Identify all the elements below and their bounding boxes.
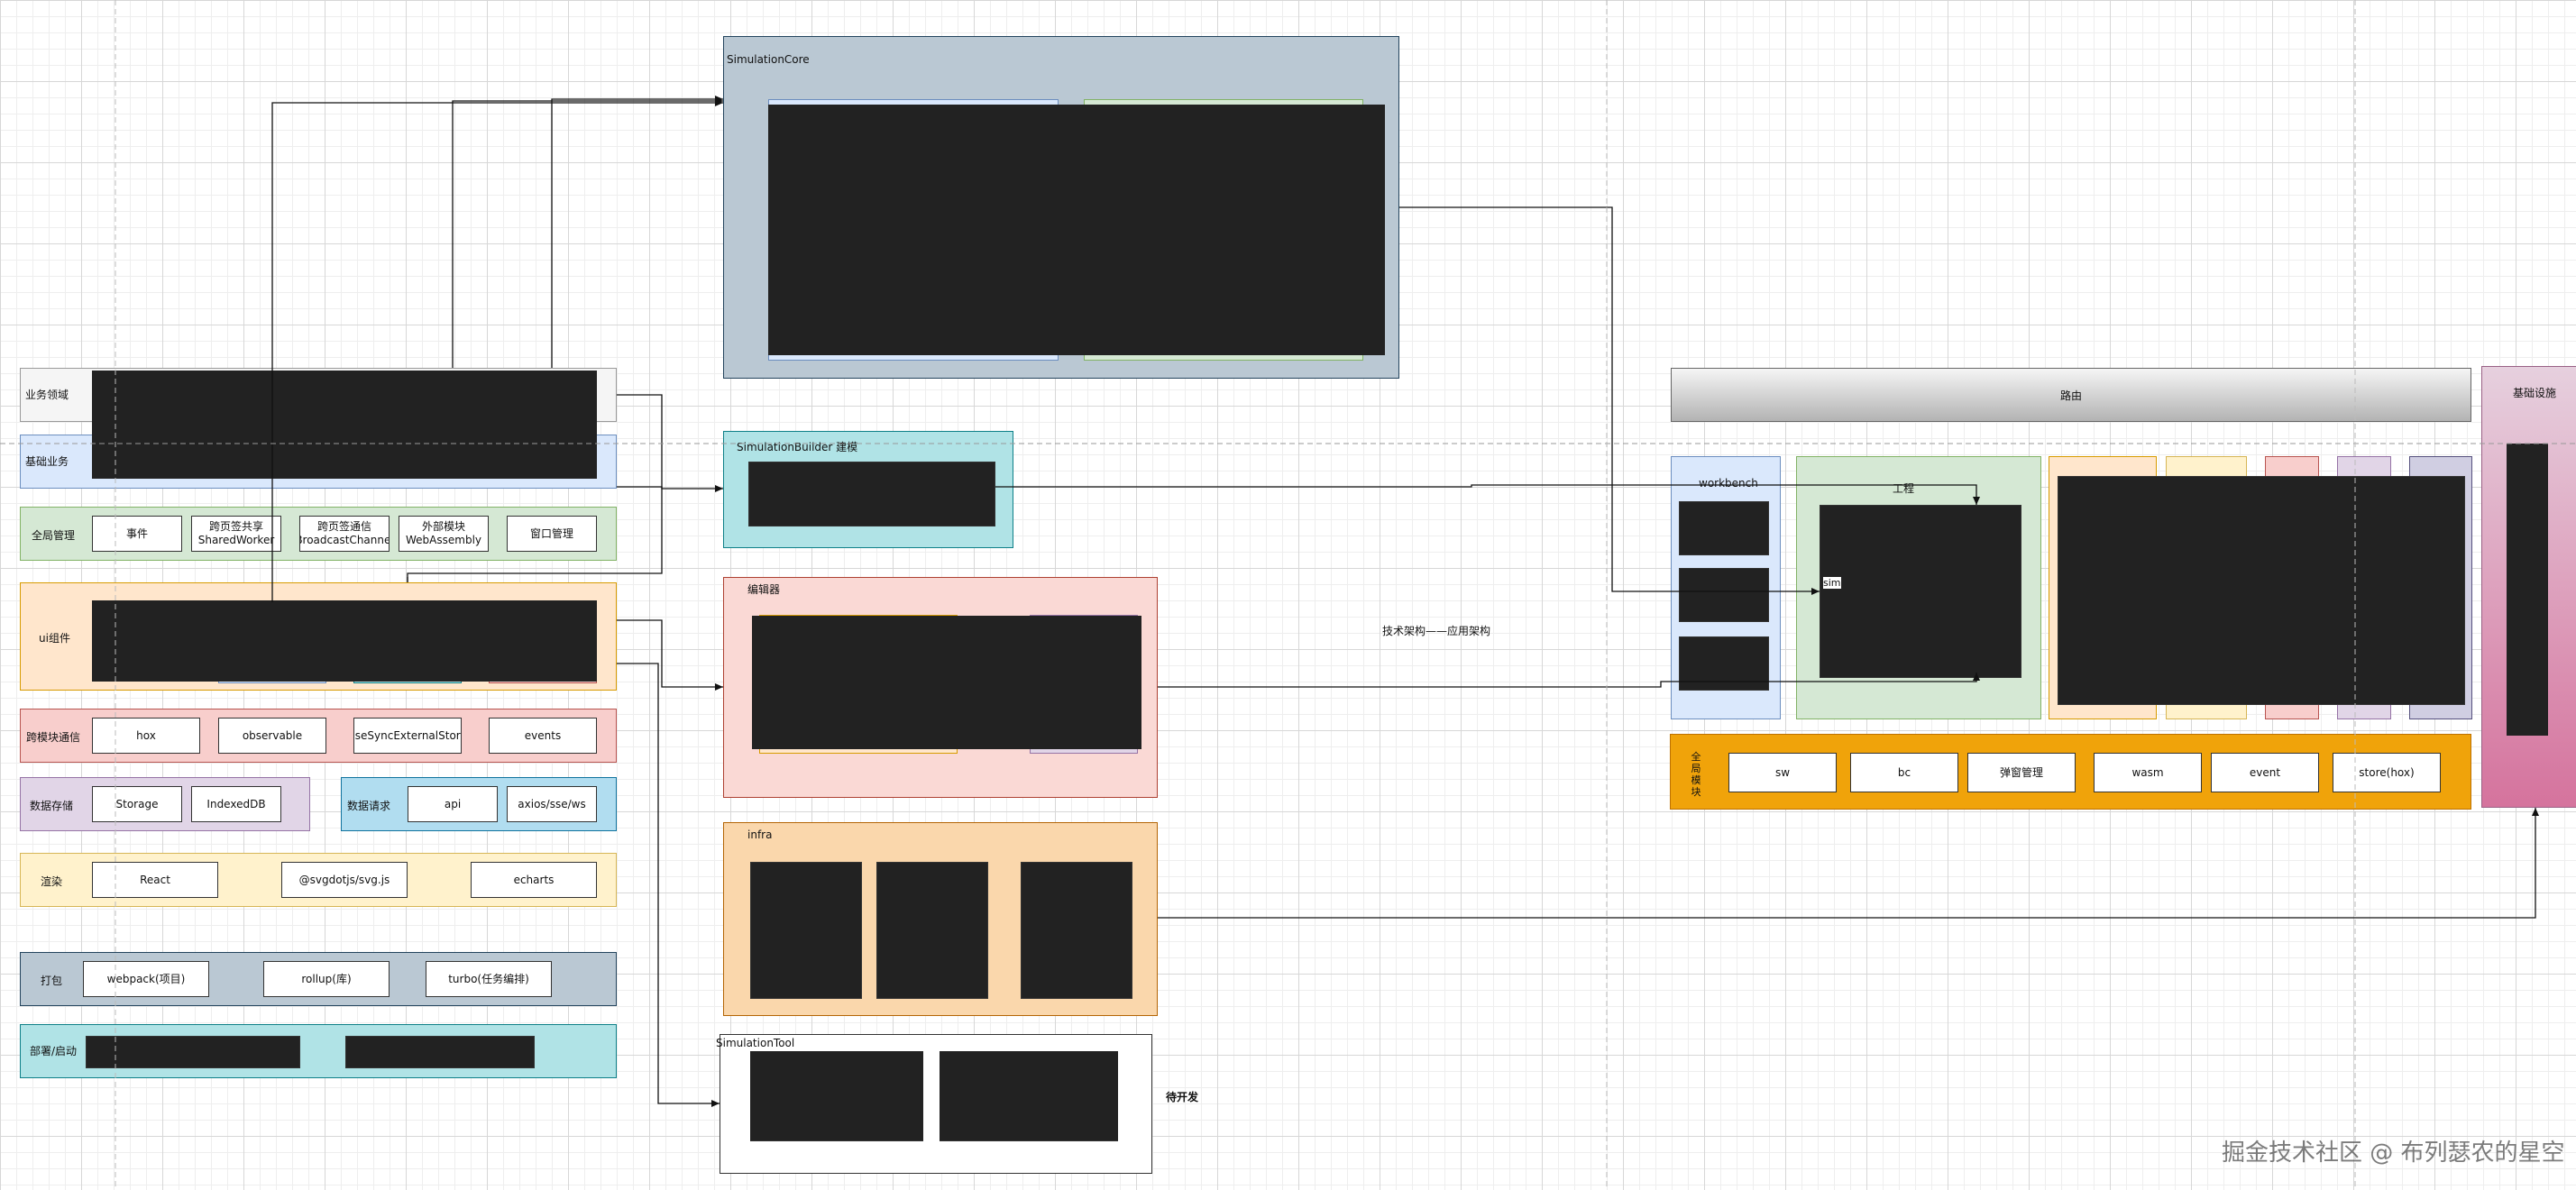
router-label: 路由 — [2059, 389, 2082, 402]
gm-store-box: store(hox) — [2333, 753, 2441, 792]
cross-observable-box: observable — [218, 718, 326, 754]
data-request-label: 数据请求 — [347, 800, 391, 812]
turbo-box: turbo(任务编排) — [426, 961, 552, 997]
global-wasm-box: 外部模块 WebAssembly — [399, 516, 489, 552]
editor-label: 编辑器 — [747, 583, 781, 596]
editor-placeholder-grid — [752, 616, 1141, 749]
simulation-core-label: SimulationCore — [727, 53, 810, 66]
infra-ph-2 — [876, 862, 988, 999]
cross-usesync-box: useSyncExternalStore — [353, 718, 462, 754]
router-bar: 路由 — [1671, 368, 2471, 422]
axios-box: axios/sse/ws — [507, 786, 597, 822]
storage-box: Storage — [92, 786, 182, 822]
global-window-box: 窗口管理 — [507, 516, 597, 552]
deploy-ph-1 — [86, 1036, 300, 1068]
workbench-ph-1 — [1679, 501, 1769, 555]
ui-components-label: ui组件 — [39, 632, 70, 645]
data-storage-label: 数据存储 — [30, 800, 74, 812]
workbench-label: workbench — [1699, 477, 1758, 490]
business-domain-label: 业务领域 — [25, 389, 69, 401]
watermark: 掘金技术社区 @ 布列瑟农的星空 — [2222, 1140, 2565, 1167]
cross-module-label: 跨模块通信 — [26, 731, 81, 744]
business-placeholder-grid — [92, 371, 597, 479]
global-broadcast-box: 跨页签通信 BroadcastChannel — [299, 516, 390, 552]
deploy-label: 部署/启动 — [30, 1045, 78, 1057]
bundle-label: 打包 — [41, 975, 63, 987]
svgjs-box: @svgdotjs/svg.js — [281, 862, 408, 898]
tool-ph-2 — [940, 1051, 1118, 1141]
simulation-tool-label: SimulationTool — [716, 1037, 795, 1049]
infra-label: infra — [747, 828, 773, 841]
global-modules-label: 全局模块 — [1691, 751, 1701, 798]
core-placeholder-grid — [768, 105, 1385, 355]
global-mgmt-label: 全局管理 — [32, 529, 76, 542]
gm-event-box: event — [2211, 753, 2319, 792]
right-placeholder-grid — [2058, 476, 2465, 705]
ui-placeholder-grid — [92, 600, 597, 682]
infra-right-grid — [2507, 444, 2548, 736]
workbench-ph-2 — [1679, 568, 1769, 622]
project-sim-label: sim — [1823, 577, 1841, 589]
basic-business-label: 基础业务 — [25, 455, 69, 468]
infra-right-label: 基础设施 — [2513, 387, 2557, 399]
webpack-box: webpack(项目) — [83, 961, 209, 997]
infra-ph-3 — [1021, 862, 1132, 999]
deploy-ph-2 — [345, 1036, 535, 1068]
cross-hox-box: hox — [92, 718, 200, 754]
gm-sw-box: sw — [1728, 753, 1837, 792]
gm-modal-box: 弹窗管理 — [1967, 753, 2076, 792]
architecture-caption: 技术架构——应用架构 — [1382, 625, 1491, 637]
global-event-box: 事件 — [92, 516, 182, 552]
cross-events-box: events — [489, 718, 597, 754]
react-box: React — [92, 862, 218, 898]
workbench-ph-3 — [1679, 636, 1769, 691]
to-be-developed-note: 待开发 — [1166, 1091, 1199, 1103]
echarts-box: echarts — [471, 862, 597, 898]
project-placeholder-grid — [1820, 505, 2021, 678]
global-sharedworker-box: 跨页签共享 SharedWorker — [191, 516, 281, 552]
rollup-box: rollup(库) — [263, 961, 390, 997]
render-label: 渲染 — [41, 875, 63, 888]
gm-bc-box: bc — [1850, 753, 1958, 792]
infra-ph-1 — [750, 862, 862, 999]
gm-wasm-box: wasm — [2094, 753, 2202, 792]
builder-placeholder-grid — [748, 462, 995, 526]
indexeddb-box: IndexedDB — [191, 786, 281, 822]
api-box: api — [408, 786, 498, 822]
tool-ph-1 — [750, 1051, 923, 1141]
